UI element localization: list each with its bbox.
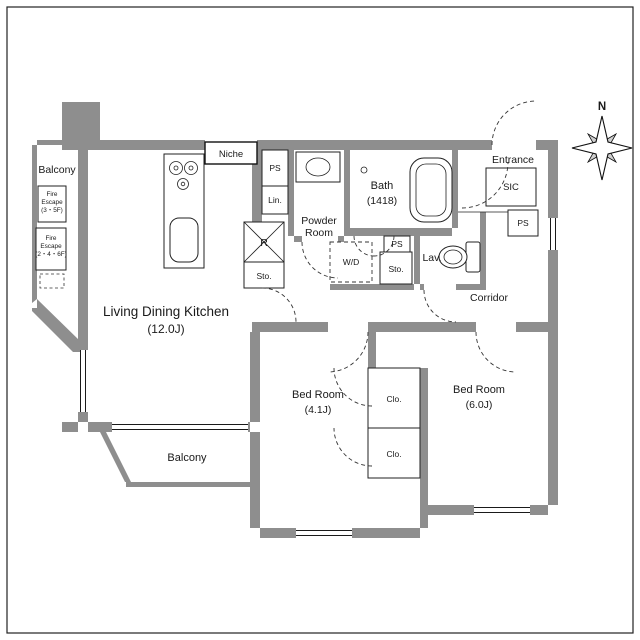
storage-left-label: Sto. bbox=[256, 271, 271, 281]
wd-label: W/D bbox=[343, 257, 360, 267]
ps-top-label: PS bbox=[269, 163, 281, 173]
ldk-side-window bbox=[80, 350, 86, 412]
ldk-door-arc bbox=[261, 287, 297, 323]
bedroom-large-label: Bed Room bbox=[453, 384, 505, 396]
bedroom-small-label: Bed Room bbox=[292, 389, 344, 401]
entrance-label: Entrance bbox=[492, 154, 534, 166]
ldk-balcony-window bbox=[112, 424, 248, 430]
bedroom-small-size: (4.1J) bbox=[305, 404, 332, 416]
walls bbox=[32, 102, 558, 538]
fire-escape-2-box bbox=[35, 227, 67, 271]
fixtures bbox=[163, 151, 481, 273]
fire-escape-2-line3: (2・4・6F) bbox=[35, 251, 67, 258]
storage-mid-label: Sto. bbox=[388, 264, 403, 274]
powder-door-arc bbox=[301, 241, 339, 279]
door-swings bbox=[261, 100, 537, 467]
ldk-size: (12.0J) bbox=[147, 322, 184, 336]
bedroom-large-window bbox=[474, 507, 530, 513]
bedroom-large-door-arc bbox=[475, 331, 517, 373]
sic-label: SIC bbox=[503, 182, 519, 193]
powder-room-label-2: Room bbox=[305, 227, 333, 239]
linen-box bbox=[261, 185, 289, 215]
niche-label: Niche bbox=[219, 149, 243, 160]
compass-cardinal-star bbox=[571, 115, 633, 181]
compass-rose: N bbox=[571, 101, 633, 181]
bath-door-arc bbox=[353, 235, 395, 257]
bedroom-small-window bbox=[296, 530, 352, 536]
closet-2-label: Clo. bbox=[386, 449, 401, 459]
bath-size: (1418) bbox=[367, 195, 397, 207]
corridor-label: Corridor bbox=[470, 292, 508, 304]
lavatory-door-arc bbox=[423, 289, 457, 323]
ps-right-box bbox=[507, 209, 539, 237]
balcony-left-label: Balcony bbox=[38, 164, 76, 176]
stove-icon bbox=[169, 161, 198, 190]
compass-north-label: N bbox=[598, 101, 606, 113]
closet-2-box bbox=[367, 427, 421, 479]
fire-escape-2-line2: Escape bbox=[40, 243, 62, 250]
fire-escape-1-line3: (3・5F) bbox=[41, 207, 63, 214]
toilet-icon bbox=[438, 241, 481, 273]
page-border bbox=[6, 6, 634, 634]
linen-label: Lin. bbox=[268, 195, 282, 205]
room-labels: Balcony Fire Escape (3・5F) Fire Escape (… bbox=[35, 149, 534, 464]
closet-1-label: Clo. bbox=[386, 394, 401, 404]
bathtub-inner bbox=[415, 163, 447, 217]
bedroom-large-size: (6.0J) bbox=[466, 399, 493, 411]
fire-escape-1-line1: Fire bbox=[46, 191, 57, 198]
lavatory-label: Lav. bbox=[422, 252, 441, 264]
bath-label: Bath bbox=[371, 180, 394, 192]
shower-drain-icon bbox=[360, 166, 368, 174]
outer-wall-segments bbox=[62, 102, 558, 538]
bathtub-icon bbox=[409, 157, 453, 223]
sic-box bbox=[485, 167, 537, 207]
windows bbox=[80, 218, 556, 536]
niche-box bbox=[204, 141, 258, 165]
refrigerator-cross bbox=[243, 221, 285, 263]
entrance-door-arc bbox=[491, 100, 537, 146]
sic-door-arc bbox=[461, 161, 509, 209]
fire-escape-1-line2: Escape bbox=[41, 199, 63, 206]
corridor-side-window bbox=[550, 218, 556, 250]
storage-left-box bbox=[243, 261, 285, 289]
ps-mid-label: PS bbox=[391, 239, 403, 249]
ps-right-label: PS bbox=[517, 218, 529, 228]
refrigerator-label: R bbox=[260, 237, 268, 249]
escape-hatch bbox=[39, 273, 65, 289]
closet-1-box bbox=[367, 367, 421, 429]
ldk-label: Living Dining Kitchen bbox=[103, 304, 229, 319]
bedroom-small-door-arc bbox=[327, 331, 369, 373]
kitchen-sink-icon bbox=[169, 217, 199, 263]
washer-dryer-space bbox=[329, 241, 373, 283]
storage-mid-box bbox=[379, 251, 413, 285]
fire-escape-1-box bbox=[37, 185, 67, 223]
closet-2-door-arc bbox=[333, 427, 373, 467]
fire-escape-2-line1: Fire bbox=[45, 235, 56, 242]
closet-1-door-arc bbox=[333, 367, 373, 407]
vanity-sink-icon bbox=[295, 151, 341, 183]
balcony-bottom-label: Balcony bbox=[167, 452, 207, 464]
powder-room-label-1: Powder bbox=[301, 215, 337, 227]
service-boxes bbox=[35, 141, 539, 479]
